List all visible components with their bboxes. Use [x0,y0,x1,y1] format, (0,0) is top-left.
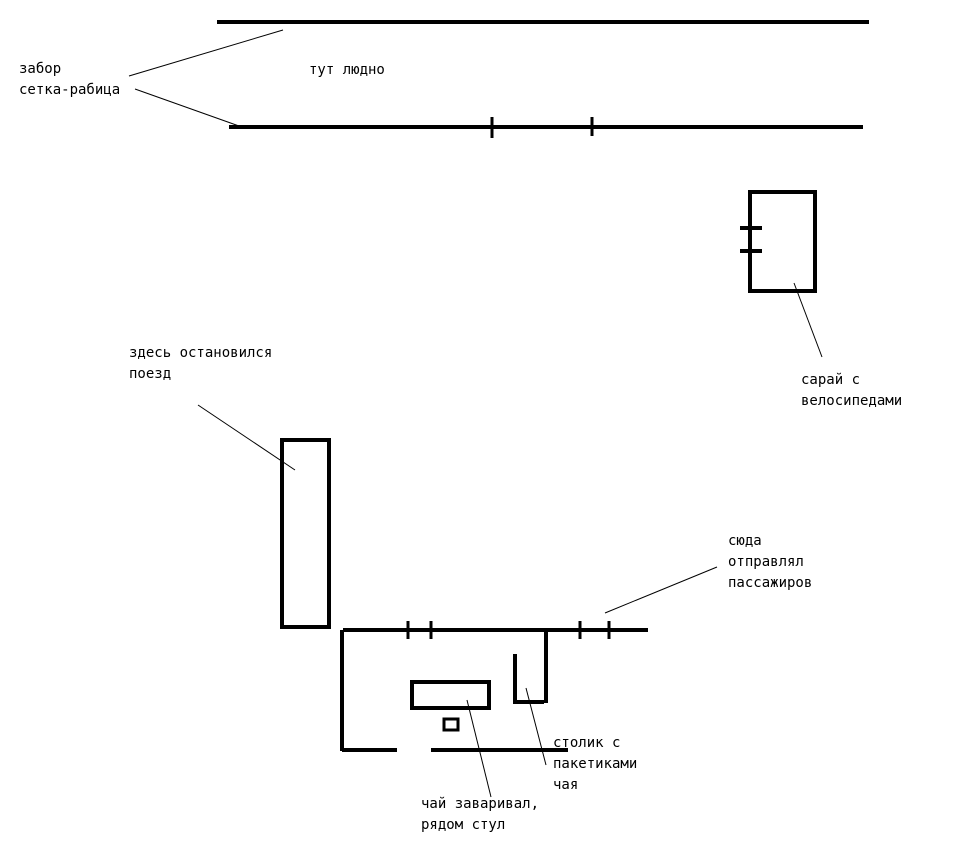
fence-label: забор сетка-рабица [19,59,120,101]
fence-leader-line-bottom [134,88,240,127]
train-car [280,438,331,629]
passengers-label: сюда отправлял пассажиров [728,531,812,594]
shed-label: сарай с велосипедами [801,370,902,412]
train-label-line-2: поезд [129,366,172,382]
tea-table-label-line-3: чая [553,777,579,793]
passengers-leader-line [604,566,718,614]
shed-leader-line [793,282,823,358]
tea-chair-label-line-1: чай заваривал, [421,796,540,812]
passengers-label-line-1: сюда [728,533,762,549]
train-label: здесь остановился поезд [129,343,272,385]
tea-table-label-line-2: пакетиками [553,756,638,772]
crowded-label: тут людно [309,62,385,78]
passengers-label-line-3: пассажиров [728,575,813,591]
desk-leader-line [466,699,492,798]
train-label-line-1: здесь остановился [129,345,273,361]
bicycle-shed [748,190,817,293]
tea-table-label: столик с пакетиками чая [553,733,637,796]
desk [410,680,491,710]
tea-chair-label-line-2: рядом стул [421,817,506,833]
fence-label-line-2: сетка-рабица [19,82,121,98]
fence-leader-line-top [128,29,284,77]
chair [442,717,460,732]
tea-chair-label: чай заваривал, рядом стул [421,794,539,836]
shed-label-line-2: велосипедами [801,393,903,409]
shed-label-line-1: сарай с [801,372,861,388]
tea-table-leader-line [525,687,547,766]
tea-table-label-line-1: столик с [553,735,621,751]
fence-label-line-1: забор [19,61,62,77]
passengers-label-line-2: отправлял [728,554,804,570]
tea-table [513,654,544,704]
train-leader-line [197,404,296,471]
